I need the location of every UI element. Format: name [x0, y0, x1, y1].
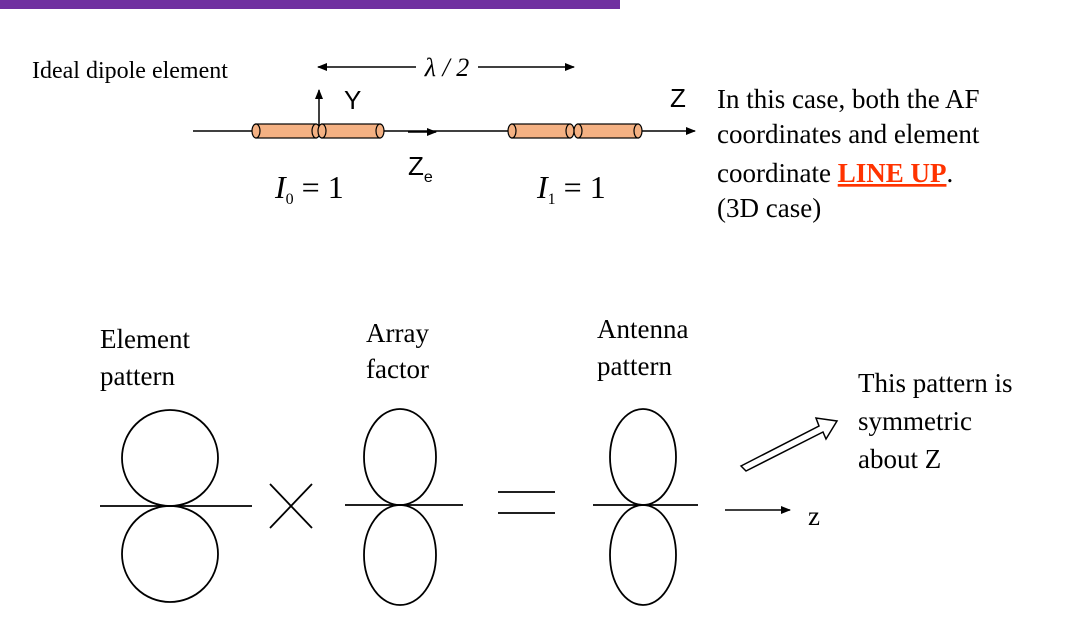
- multiply-sign: [269, 483, 313, 529]
- symmetry-note-3: about Z: [858, 444, 941, 474]
- antenna-pattern-shape: [593, 408, 698, 606]
- element-pattern-label-2: pattern: [100, 361, 175, 391]
- antenna-pattern-label-2: pattern: [597, 351, 672, 381]
- dipole-label: Ideal dipole element: [32, 58, 228, 84]
- z-axis-label: Z: [670, 83, 686, 113]
- pattern-z-axis-label: z: [808, 501, 820, 531]
- array-factor-label-1: Array: [366, 318, 429, 348]
- spacing-label: λ / 2: [424, 53, 469, 82]
- note-line-1: In this case, both the AF: [717, 84, 979, 114]
- symmetry-note-2: symmetric: [858, 406, 972, 436]
- title-bar: [0, 0, 620, 9]
- current-i1: I1 = 1: [536, 169, 606, 208]
- hollow-arrow-icon: [739, 417, 839, 472]
- y-axis-label: Y: [344, 85, 361, 115]
- array-factor-label-2: factor: [366, 354, 429, 384]
- element-pattern-label-1: Element: [100, 324, 190, 354]
- ze-axis-label: Ze: [408, 151, 433, 186]
- element-pattern-shape: [100, 409, 252, 603]
- equals-sign: [498, 491, 555, 514]
- line-up-highlight: LINE UP: [838, 158, 947, 188]
- symmetry-note-1: This pattern is: [858, 368, 1012, 398]
- antenna-pattern-label-1: Antenna: [597, 314, 688, 344]
- dipole-element-1: [507, 123, 643, 139]
- note-line-2: coordinates and element: [717, 119, 980, 149]
- dipole-element-0: [251, 123, 385, 139]
- note-line-4: (3D case): [717, 193, 821, 223]
- array-factor-shape: [345, 408, 463, 606]
- note-line-3: coordinate LINE UP.: [717, 158, 953, 188]
- current-i0: I0 = 1: [274, 169, 344, 208]
